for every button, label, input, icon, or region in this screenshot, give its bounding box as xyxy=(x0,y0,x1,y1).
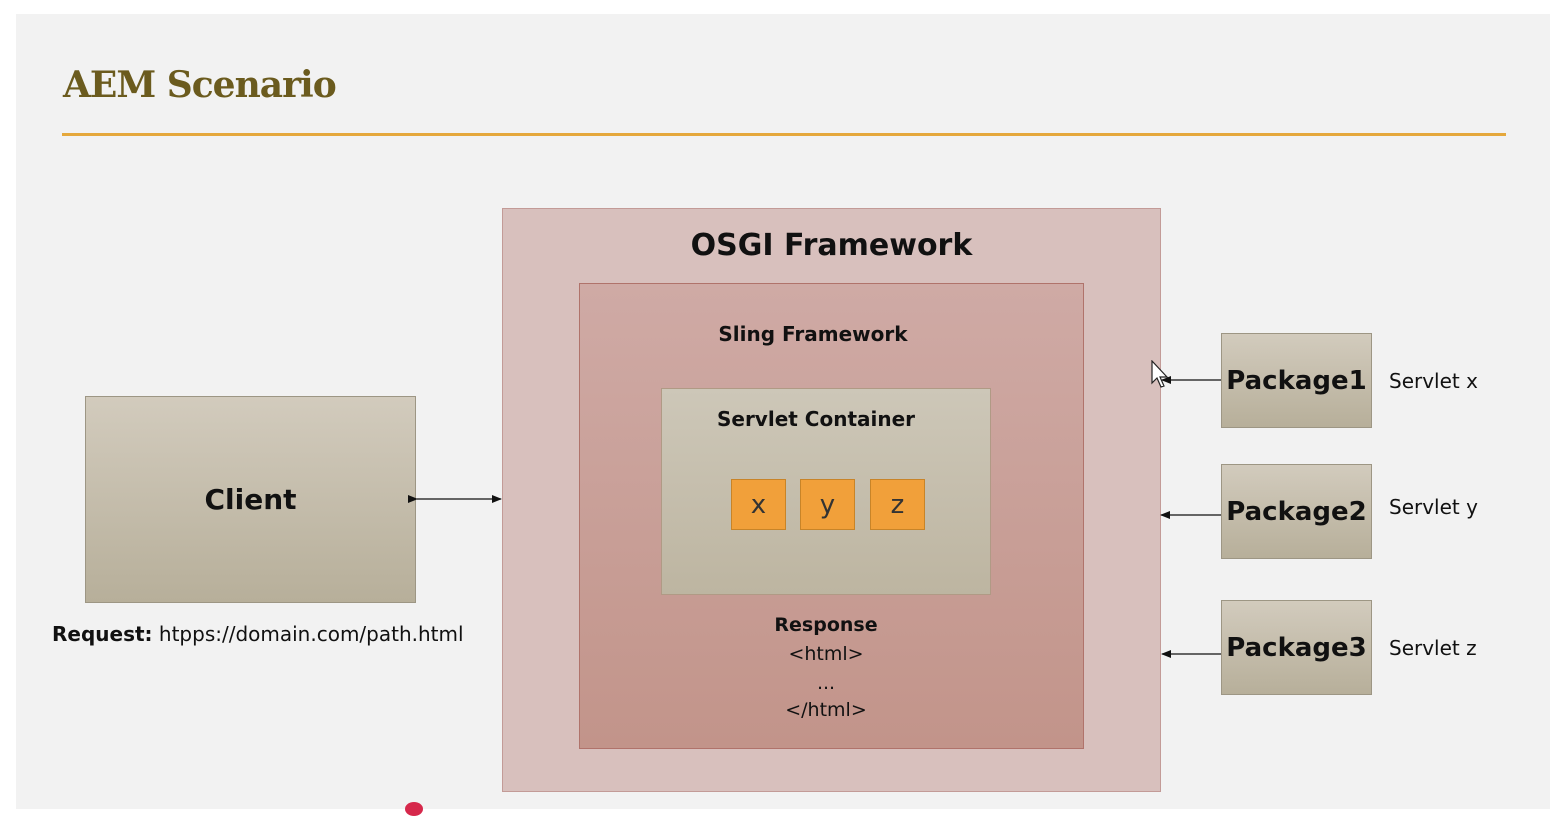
request-url: htpps://domain.com/path.html xyxy=(158,622,464,646)
package3-box: Package3 xyxy=(1221,600,1372,695)
recording-dot-icon xyxy=(405,802,423,816)
response-title: Response xyxy=(774,614,878,636)
client-label: Client xyxy=(204,483,297,516)
package2-servlet-label: Servlet y xyxy=(1389,495,1478,519)
client-box: Client xyxy=(85,396,416,603)
servlet-z-box: z xyxy=(870,479,925,530)
package2-box: Package2 xyxy=(1221,464,1372,559)
package3-label: Package3 xyxy=(1226,632,1367,663)
title-underline xyxy=(62,133,1506,136)
servlet-container-title: Servlet Container xyxy=(716,407,916,431)
servlet-y-box: y xyxy=(800,479,855,530)
response-line-open: <html> xyxy=(788,643,864,665)
package1-servlet-label: Servlet x xyxy=(1389,369,1478,393)
page-title: AEM Scenario xyxy=(63,64,337,106)
request-line: Request: htpps://domain.com/path.html xyxy=(52,622,464,646)
mouse-cursor-icon xyxy=(1151,360,1169,388)
response-line-close: </html> xyxy=(785,699,867,721)
osgi-framework-title: OSGI Framework xyxy=(690,228,973,263)
sling-framework-title: Sling Framework xyxy=(718,322,908,346)
response-line-ellipsis: ... xyxy=(816,672,836,694)
servlet-x-box: x xyxy=(731,479,786,530)
package1-box: Package1 xyxy=(1221,333,1372,428)
package1-label: Package1 xyxy=(1226,365,1367,396)
package3-servlet-label: Servlet z xyxy=(1389,636,1477,660)
request-label: Request: xyxy=(52,622,153,646)
package2-label: Package2 xyxy=(1226,496,1367,527)
